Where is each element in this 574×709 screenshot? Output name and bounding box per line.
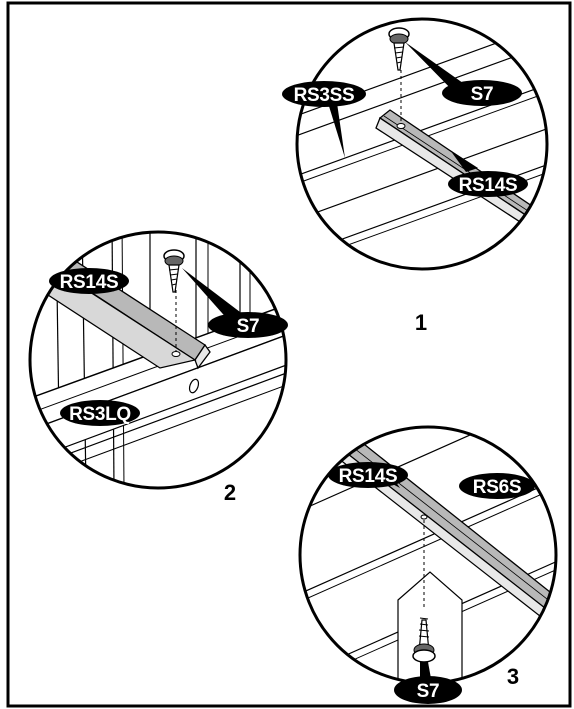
svg-text:RS14S: RS14S bbox=[60, 272, 119, 293]
detail-3 bbox=[298, 425, 558, 685]
label-s7-detail-3: S7 bbox=[394, 676, 462, 704]
detail-1-circle bbox=[295, 17, 549, 271]
step-number-1: 1 bbox=[415, 310, 427, 335]
label-rs3ss: RS3SS bbox=[282, 81, 366, 107]
detail-2-circle bbox=[28, 230, 288, 490]
label-rs14s-detail-2: RS14S bbox=[49, 268, 129, 294]
screw-icon bbox=[388, 27, 410, 71]
screw-icon bbox=[163, 249, 185, 293]
label-s7-detail-1: S7 bbox=[442, 80, 522, 106]
svg-text:RS14S: RS14S bbox=[339, 466, 398, 487]
label-s7-detail-2: S7 bbox=[208, 312, 288, 338]
svg-text:RS14S: RS14S bbox=[459, 175, 518, 196]
label-rs3lq: RS3LQ bbox=[60, 400, 140, 426]
step-number-3: 3 bbox=[507, 664, 519, 689]
screw-icon bbox=[412, 617, 436, 663]
svg-text:S7: S7 bbox=[417, 681, 440, 702]
svg-text:S7: S7 bbox=[471, 84, 494, 105]
label-rs6s: RS6S bbox=[459, 473, 535, 499]
step-number-2: 2 bbox=[224, 480, 236, 505]
svg-text:RS6S: RS6S bbox=[473, 477, 521, 498]
svg-text:S7: S7 bbox=[237, 316, 260, 337]
label-rs14s-detail-3: RS14S bbox=[328, 462, 408, 488]
svg-text:RS3LQ: RS3LQ bbox=[69, 404, 131, 425]
label-rs14s-detail-1: RS14S bbox=[448, 171, 528, 197]
detail-1 bbox=[295, 17, 549, 271]
detail-2 bbox=[28, 230, 288, 490]
svg-text:RS3SS: RS3SS bbox=[294, 85, 355, 106]
